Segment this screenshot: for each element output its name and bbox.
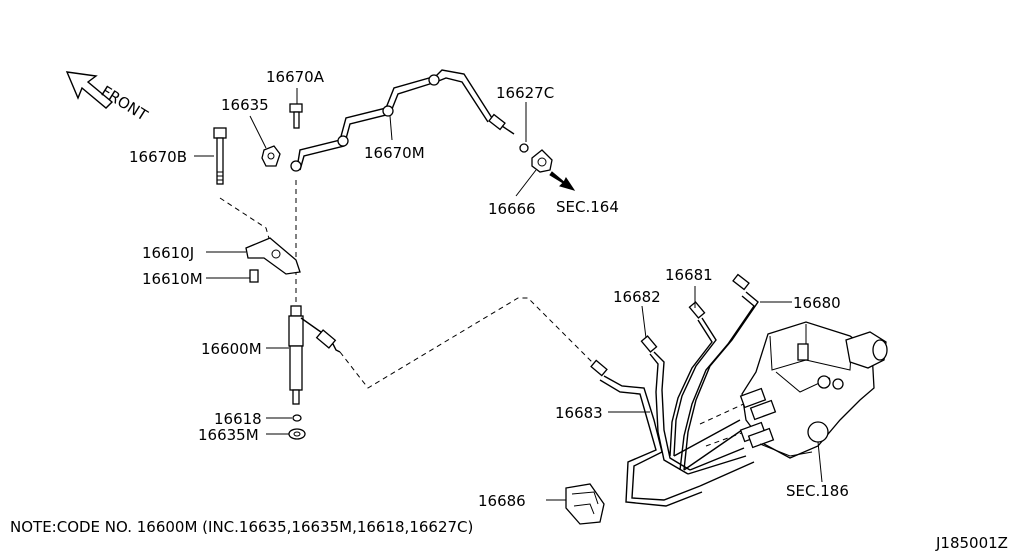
label-16670m: 16670M [364, 144, 425, 162]
label-16683: 16683 [555, 404, 603, 422]
nozzle-16600m [288, 305, 341, 405]
bracket-16686 [565, 483, 605, 525]
label-16681: 16681 [665, 266, 713, 284]
pipe-routing-dashed [339, 297, 595, 389]
label-16635m: 16635M [198, 426, 259, 444]
label-16618: 16618 [214, 410, 262, 428]
fitting-16666 [531, 149, 553, 173]
footer-note: NOTE:CODE NO. 16600M (INC.16635,16635M,1… [10, 518, 473, 536]
injection-pipes [590, 273, 759, 507]
label-sec186: SEC.186 [786, 482, 849, 500]
return-pipe-16670m [290, 69, 515, 172]
label-16670b: 16670B [129, 148, 187, 166]
spacer-16610m [249, 269, 259, 283]
label-16680: 16680 [793, 294, 841, 312]
clamp-16610j [245, 237, 301, 275]
nut-16635 [261, 145, 281, 167]
label-sec164: SEC.164 [556, 198, 619, 216]
washer-16618 [292, 414, 302, 422]
label-16670a: 16670A [266, 68, 325, 86]
gasket-16635m [288, 428, 306, 440]
washer-16627c [519, 143, 529, 153]
front-arrow-icon [65, 71, 114, 109]
label-16682: 16682 [613, 288, 661, 306]
label-16635: 16635 [221, 96, 269, 114]
injection-pump-sec186 [739, 321, 888, 459]
label-16610m: 16610M [142, 270, 203, 288]
label-16686: 16686 [478, 492, 526, 510]
label-16610j: 16610J [142, 244, 194, 262]
sec164-arrow-icon [549, 171, 576, 191]
bolt-16670b [213, 127, 227, 185]
label-16627c: 16627C [496, 84, 554, 102]
label-16666: 16666 [488, 200, 536, 218]
front-label: FRONT [98, 82, 152, 125]
label-16600m: 16600M [201, 340, 262, 358]
bolt-16670a [289, 103, 303, 129]
drawing-id: J185001Z [935, 534, 1008, 552]
